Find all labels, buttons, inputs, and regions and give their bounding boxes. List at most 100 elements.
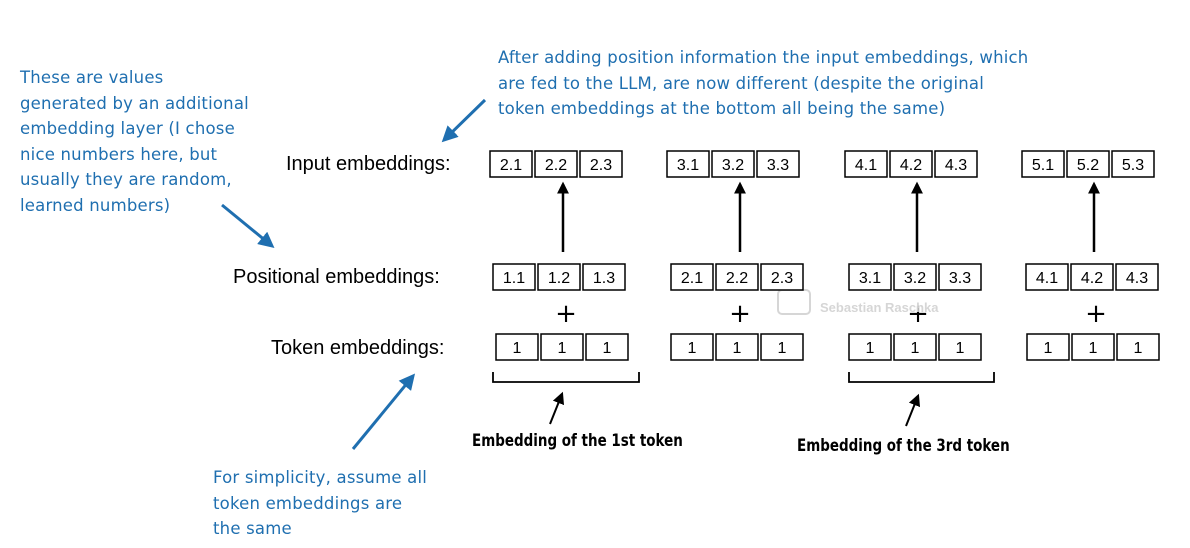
input-embedding-cell bbox=[1021, 150, 1065, 178]
positional-embedding-cell bbox=[537, 263, 581, 291]
positional-embedding-cell bbox=[670, 263, 714, 291]
annotation-line: the same bbox=[213, 519, 292, 538]
token-embedding-cell bbox=[893, 333, 937, 361]
annotation-line: token embeddings at the bottom all being… bbox=[498, 99, 946, 118]
annotation-line: learned numbers) bbox=[20, 195, 171, 215]
top-annotation: After adding position information the in… bbox=[498, 45, 1028, 122]
annotation-line: generated by an additional bbox=[20, 93, 249, 113]
annotation-line: token embeddings are bbox=[213, 493, 403, 513]
positional-embedding-value: 3.3 bbox=[949, 270, 971, 287]
annotation-arrow bbox=[441, 98, 487, 143]
input-embedding-cell bbox=[934, 150, 978, 178]
positional-embedding-cell bbox=[1115, 263, 1159, 291]
token-bracket bbox=[492, 372, 640, 383]
positional-embedding-value: 2.1 bbox=[681, 270, 703, 287]
watermark-text: Sebastian Raschka bbox=[820, 300, 939, 315]
positional-embedding-value: 4.2 bbox=[1081, 270, 1103, 287]
input-embedding-value: 3.3 bbox=[767, 157, 789, 174]
input-embedding-value: 4.2 bbox=[900, 157, 922, 174]
caption-first-token: Embedding of the 1st token bbox=[472, 431, 683, 451]
annotation-arrow bbox=[351, 373, 416, 450]
positional-embedding-value: 3.1 bbox=[859, 270, 881, 287]
positional-embedding-value: 2.2 bbox=[726, 270, 748, 287]
token-embedding-value: 1 bbox=[866, 340, 875, 357]
token-embedding-value: 1 bbox=[1044, 340, 1053, 357]
token-embedding-value: 1 bbox=[911, 340, 920, 357]
token-embedding-value: 1 bbox=[778, 340, 787, 357]
positional-embeddings-label: Positional embeddings: bbox=[233, 266, 440, 288]
input-embedding-value: 5.1 bbox=[1032, 157, 1054, 174]
input-embedding-value: 2.3 bbox=[590, 157, 612, 174]
positional-embedding-cell bbox=[715, 263, 759, 291]
caption-pointer-arrow bbox=[549, 391, 565, 425]
input-embedding-value: 4.1 bbox=[855, 157, 877, 174]
input-embedding-cell bbox=[711, 150, 755, 178]
input-embedding-cell bbox=[756, 150, 800, 178]
positional-embedding-cell bbox=[760, 263, 804, 291]
positional-embedding-value: 1.2 bbox=[548, 270, 570, 287]
annotation-line: For simplicity, assume all bbox=[213, 468, 428, 487]
input-embedding-cell bbox=[1066, 150, 1110, 178]
token-embedding-cell bbox=[938, 333, 982, 361]
plus-sign: + bbox=[1085, 299, 1107, 329]
token-bracket bbox=[848, 372, 995, 383]
positional-embedding-cell bbox=[582, 263, 626, 291]
token-embedding-value: 1 bbox=[513, 340, 522, 357]
input-embeddings-label: Input embeddings: bbox=[286, 153, 451, 175]
caption-pointer-arrow bbox=[905, 393, 921, 427]
positional-embedding-value: 4.3 bbox=[1126, 270, 1148, 287]
watermark-logo bbox=[777, 289, 811, 315]
input-embedding-cell bbox=[489, 150, 533, 178]
positional-embedding-cell bbox=[848, 263, 892, 291]
caption-third-token: Embedding of the 3rd token bbox=[797, 436, 1010, 456]
positional-embedding-cell bbox=[492, 263, 536, 291]
token-embedding-value: 1 bbox=[688, 340, 697, 357]
token-embedding-cell bbox=[540, 333, 584, 361]
token-embedding-cell bbox=[715, 333, 759, 361]
input-embedding-value: 4.3 bbox=[945, 157, 967, 174]
input-embedding-cell bbox=[579, 150, 623, 178]
input-embedding-cell bbox=[1111, 150, 1155, 178]
annotation-line: usually they are random, bbox=[20, 170, 232, 189]
left-annotation: These are values generated by an additio… bbox=[20, 65, 249, 218]
input-embedding-value: 2.1 bbox=[500, 157, 522, 174]
input-embedding-cell bbox=[844, 150, 888, 178]
input-embedding-value: 2.2 bbox=[545, 157, 567, 174]
token-embedding-value: 1 bbox=[603, 340, 612, 357]
input-embedding-value: 3.1 bbox=[677, 157, 699, 174]
annotation-line: These are values bbox=[20, 68, 164, 87]
positional-embedding-value: 1.1 bbox=[503, 270, 525, 287]
bottom-annotation: For simplicity, assume all token embeddi… bbox=[213, 465, 427, 542]
token-embedding-value: 1 bbox=[1134, 340, 1143, 357]
plus-sign: + bbox=[907, 299, 929, 329]
positional-embedding-value: 3.2 bbox=[904, 270, 926, 287]
token-embedding-value: 1 bbox=[558, 340, 567, 357]
annotation-arrow bbox=[221, 203, 275, 249]
input-embedding-value: 5.3 bbox=[1122, 157, 1144, 174]
token-embedding-cell bbox=[1071, 333, 1115, 361]
plus-sign: + bbox=[555, 299, 577, 329]
positional-embedding-value: 1.3 bbox=[593, 270, 615, 287]
positional-embedding-value: 2.3 bbox=[771, 270, 793, 287]
annotation-line: After adding position information the in… bbox=[498, 48, 1029, 67]
token-embedding-value: 1 bbox=[733, 340, 742, 357]
token-embeddings-label: Token embeddings: bbox=[271, 337, 445, 359]
token-embedding-value: 1 bbox=[956, 340, 965, 357]
token-embedding-value: 1 bbox=[1089, 340, 1098, 357]
positional-embedding-cell bbox=[1025, 263, 1069, 291]
token-embedding-cell bbox=[848, 333, 892, 361]
plus-sign: + bbox=[729, 299, 751, 329]
input-embedding-value: 5.2 bbox=[1077, 157, 1099, 174]
input-embedding-value: 3.2 bbox=[722, 157, 744, 174]
token-embedding-cell bbox=[585, 333, 629, 361]
positional-embedding-cell bbox=[1070, 263, 1114, 291]
positional-embedding-value: 4.1 bbox=[1036, 270, 1058, 287]
annotation-line: embedding layer (I chose bbox=[20, 119, 235, 138]
annotation-line: nice numbers here, but bbox=[20, 144, 218, 164]
token-embedding-cell bbox=[495, 333, 539, 361]
token-embedding-cell bbox=[1026, 333, 1070, 361]
token-embedding-cell bbox=[760, 333, 804, 361]
annotation-line: are fed to the LLM, are now different (d… bbox=[498, 73, 985, 93]
input-embedding-cell bbox=[889, 150, 933, 178]
